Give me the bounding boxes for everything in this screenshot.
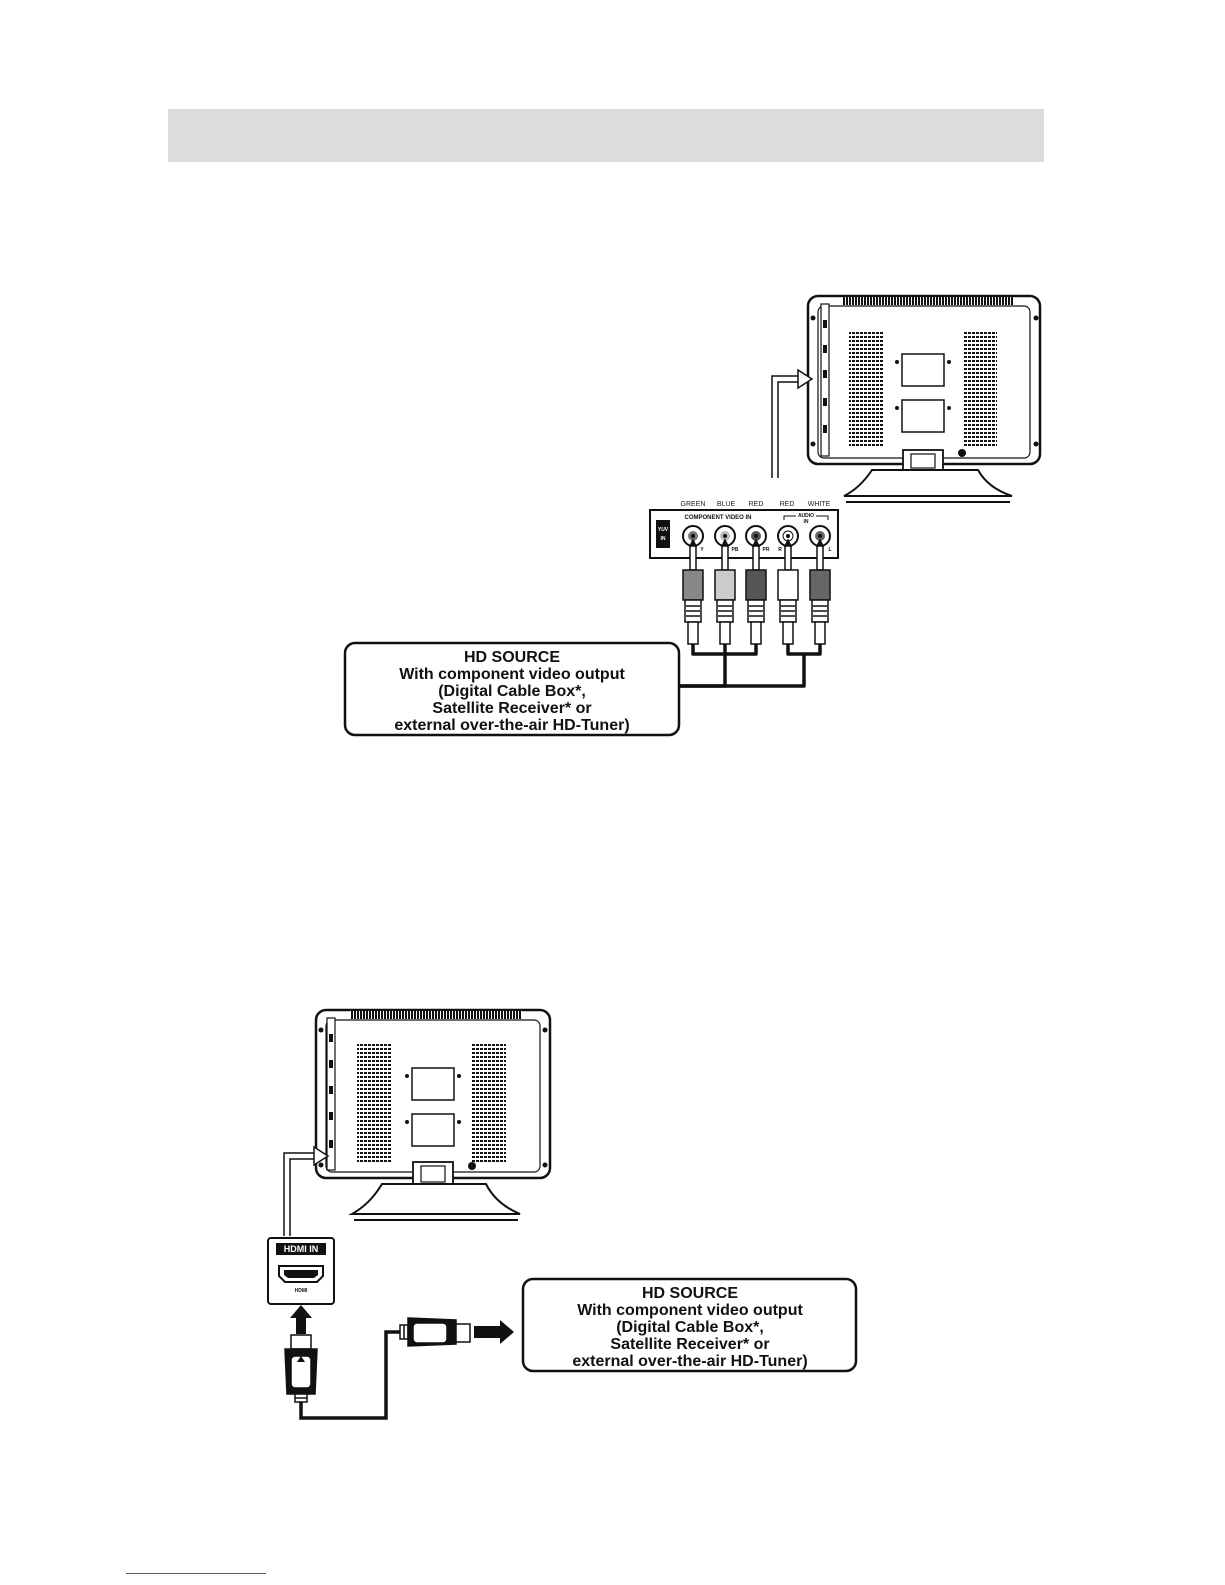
color-label-red-audio: RED: [780, 501, 795, 508]
hd-source-line-3: Satellite Receiver* or: [610, 1336, 769, 1353]
color-label-green: GREEN: [681, 501, 706, 508]
hd-source-callout-top: HD SOURCE With component video output (D…: [343, 641, 681, 737]
insert-arrow-right-icon: [474, 1320, 514, 1344]
hd-source-line-1: With component video output: [399, 666, 625, 683]
hd-source-callout-bottom: HD SOURCE With component video output (D…: [521, 1277, 858, 1373]
jack-label-r: R: [778, 547, 782, 553]
hd-source-line-2: (Digital Cable Box*,: [438, 683, 586, 700]
color-label-white: WHITE: [808, 501, 831, 508]
hd-source-line-1: With component video output: [577, 1302, 803, 1319]
jack-label-pr: PR: [763, 547, 770, 553]
color-label-blue: BLUE: [717, 501, 736, 508]
component-cables: [680, 644, 822, 688]
hdmi-plug-horizontal: [399, 1317, 471, 1347]
rca-plugs: [682, 538, 831, 645]
jack-label-pb: PB: [732, 547, 739, 553]
jack-label-y: Y: [700, 547, 704, 553]
color-label-red-video: RED: [749, 501, 764, 508]
pointer-arrow-bottom: [283, 1152, 316, 1236]
footer-rule: [126, 1573, 266, 1574]
hdmi-port-label: HDMI: [295, 1288, 308, 1294]
hd-source-title: HD SOURCE: [464, 649, 560, 666]
insert-arrow-up-icon: [290, 1305, 312, 1334]
component-video-panel: YUV IN COMPONENT VIDEO IN AUDIO IN: [649, 509, 839, 559]
hd-source-title: HD SOURCE: [642, 1285, 738, 1302]
hdmi-plug-vertical: [284, 1334, 318, 1403]
pointer-arrow-top: [771, 375, 800, 478]
audio-in-label-line2: IN: [804, 519, 809, 525]
hdmi-cable: [299, 1330, 400, 1420]
audio-in-label-line1: AUDIO: [798, 513, 814, 519]
jack-label-l: L: [828, 547, 831, 553]
hd-source-line-3: Satellite Receiver* or: [432, 700, 591, 717]
tv-rear-view-bottom: [314, 1008, 552, 1221]
jack-color-labels: GREEN BLUE RED RED WHITE: [681, 501, 831, 508]
hdmi-in-panel: HDMI IN HDMI: [267, 1237, 335, 1305]
yuv-badge-line1: YUV: [658, 527, 669, 533]
yuv-badge-line2: IN: [661, 536, 666, 542]
tv-rear-view-top: [806, 294, 1042, 503]
hdmi-in-title: HDMI IN: [284, 1244, 319, 1254]
hd-source-line-4: external over-the-air HD-Tuner): [572, 1353, 807, 1370]
section-header-band: [168, 109, 1044, 162]
hd-source-line-2: (Digital Cable Box*,: [616, 1319, 764, 1336]
hd-source-line-4: external over-the-air HD-Tuner): [394, 717, 629, 734]
component-video-in-label: COMPONENT VIDEO IN: [684, 515, 751, 521]
